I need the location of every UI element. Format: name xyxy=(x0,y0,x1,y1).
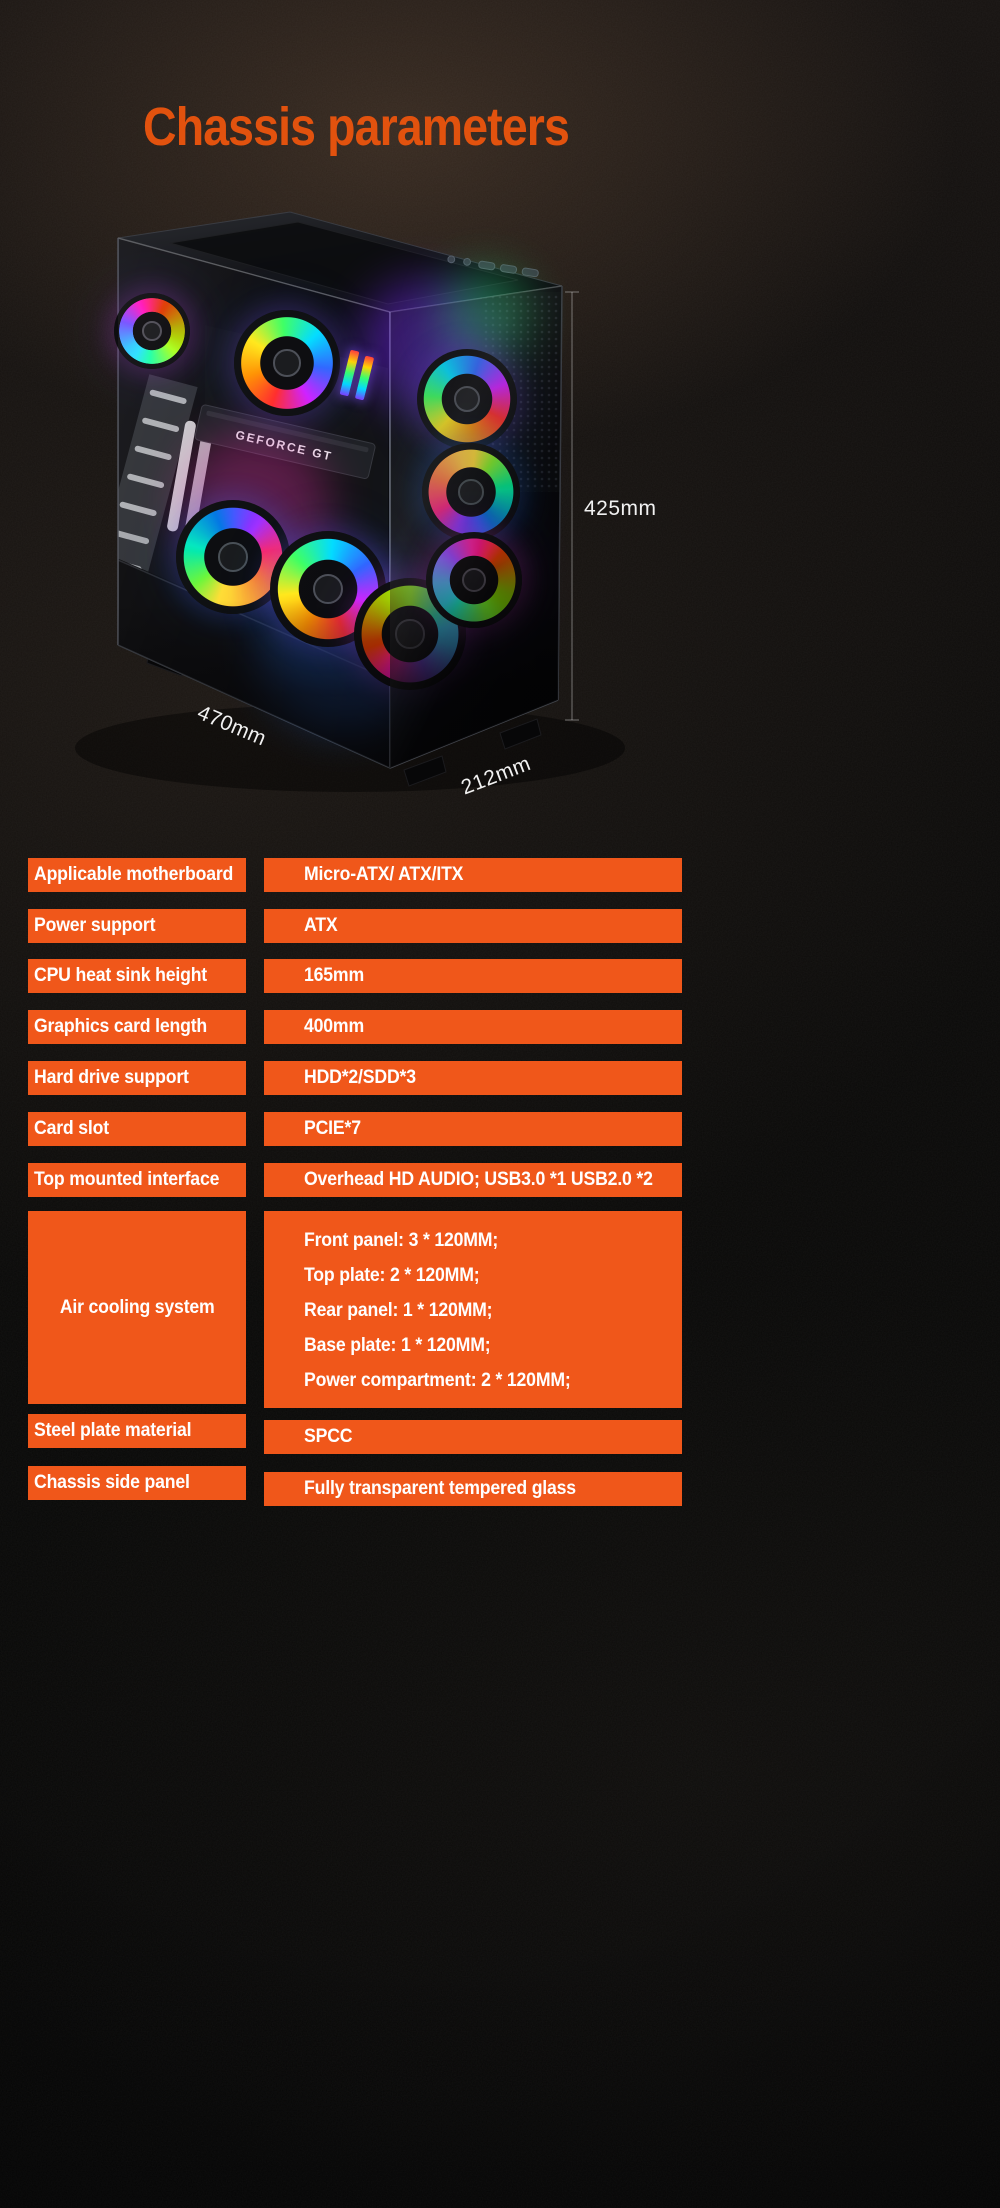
spec-label: CPU heat sink height xyxy=(28,959,246,993)
spec-label: Steel plate material xyxy=(28,1414,246,1448)
spec-value: Fully transparent tempered glass xyxy=(264,1472,682,1506)
spec-label: Air cooling system xyxy=(28,1211,246,1404)
spec-value-line: Rear panel: 1 * 120MM; xyxy=(304,1300,493,1321)
spec-value: 165mm xyxy=(264,959,682,993)
dimension-height-label: 425mm xyxy=(584,497,657,520)
cpu-cooler-rgb-fan xyxy=(234,310,340,416)
spec-label: Chassis side panel xyxy=(28,1466,246,1500)
spec-label: Card slot xyxy=(28,1112,246,1146)
spec-value: Micro-ATX/ ATX/ITX xyxy=(264,858,682,892)
side-rgb-fan-2 xyxy=(422,443,520,541)
spec-row-card-slot: Card slot PCIE*7 xyxy=(28,1112,688,1146)
spec-row-steel-plate: Steel plate material SPCC xyxy=(28,1414,688,1454)
spec-value: ATX xyxy=(264,909,682,943)
height-dimension-line xyxy=(565,291,579,721)
page-title: Chassis parameters xyxy=(143,97,570,158)
spec-value-line: Front panel: 3 * 120MM; xyxy=(304,1230,499,1251)
top-io-ports xyxy=(447,255,539,278)
spec-row-side-panel: Chassis side panel Fully transparent tem… xyxy=(28,1466,688,1506)
spec-value: Front panel: 3 * 120MM; Top plate: 2 * 1… xyxy=(264,1211,682,1408)
spec-row-hard-drive: Hard drive support HDD*2/SDD*3 xyxy=(28,1061,688,1095)
spec-row-cpu-heatsink: CPU heat sink height 165mm xyxy=(28,959,688,993)
side-rgb-fan-3 xyxy=(426,532,522,628)
spec-value-line: Top plate: 2 * 120MM; xyxy=(304,1265,480,1286)
spec-label: Power support xyxy=(28,909,246,943)
chassis-hero: GEFORCE GT xyxy=(0,0,1000,840)
spec-row-power: Power support ATX xyxy=(28,909,688,943)
spec-value: 400mm xyxy=(264,1010,682,1044)
spec-value-line: Base plate: 1 * 120MM; xyxy=(304,1335,491,1356)
spec-row-motherboard: Applicable motherboard Micro-ATX/ ATX/IT… xyxy=(28,858,688,892)
rear-rgb-fan xyxy=(114,293,190,369)
spec-value: SPCC xyxy=(264,1420,682,1454)
spec-row-gpu-length: Graphics card length 400mm xyxy=(28,1010,688,1044)
spec-label: Top mounted interface xyxy=(28,1163,246,1197)
spec-label: Graphics card length xyxy=(28,1010,246,1044)
spec-value: Overhead HD AUDIO; USB3.0 *1 USB2.0 *2 xyxy=(264,1163,682,1197)
spec-label: Hard drive support xyxy=(28,1061,246,1095)
spec-value: HDD*2/SDD*3 xyxy=(264,1061,682,1095)
spec-label: Applicable motherboard xyxy=(28,858,246,892)
spec-value: PCIE*7 xyxy=(264,1112,682,1146)
side-rgb-fan-1 xyxy=(417,349,517,449)
spec-value-line: Power compartment: 2 * 120MM; xyxy=(304,1370,571,1391)
spec-row-air-cooling: Air cooling system Front panel: 3 * 120M… xyxy=(28,1211,688,1408)
spec-row-top-interface: Top mounted interface Overhead HD AUDIO;… xyxy=(28,1163,688,1197)
